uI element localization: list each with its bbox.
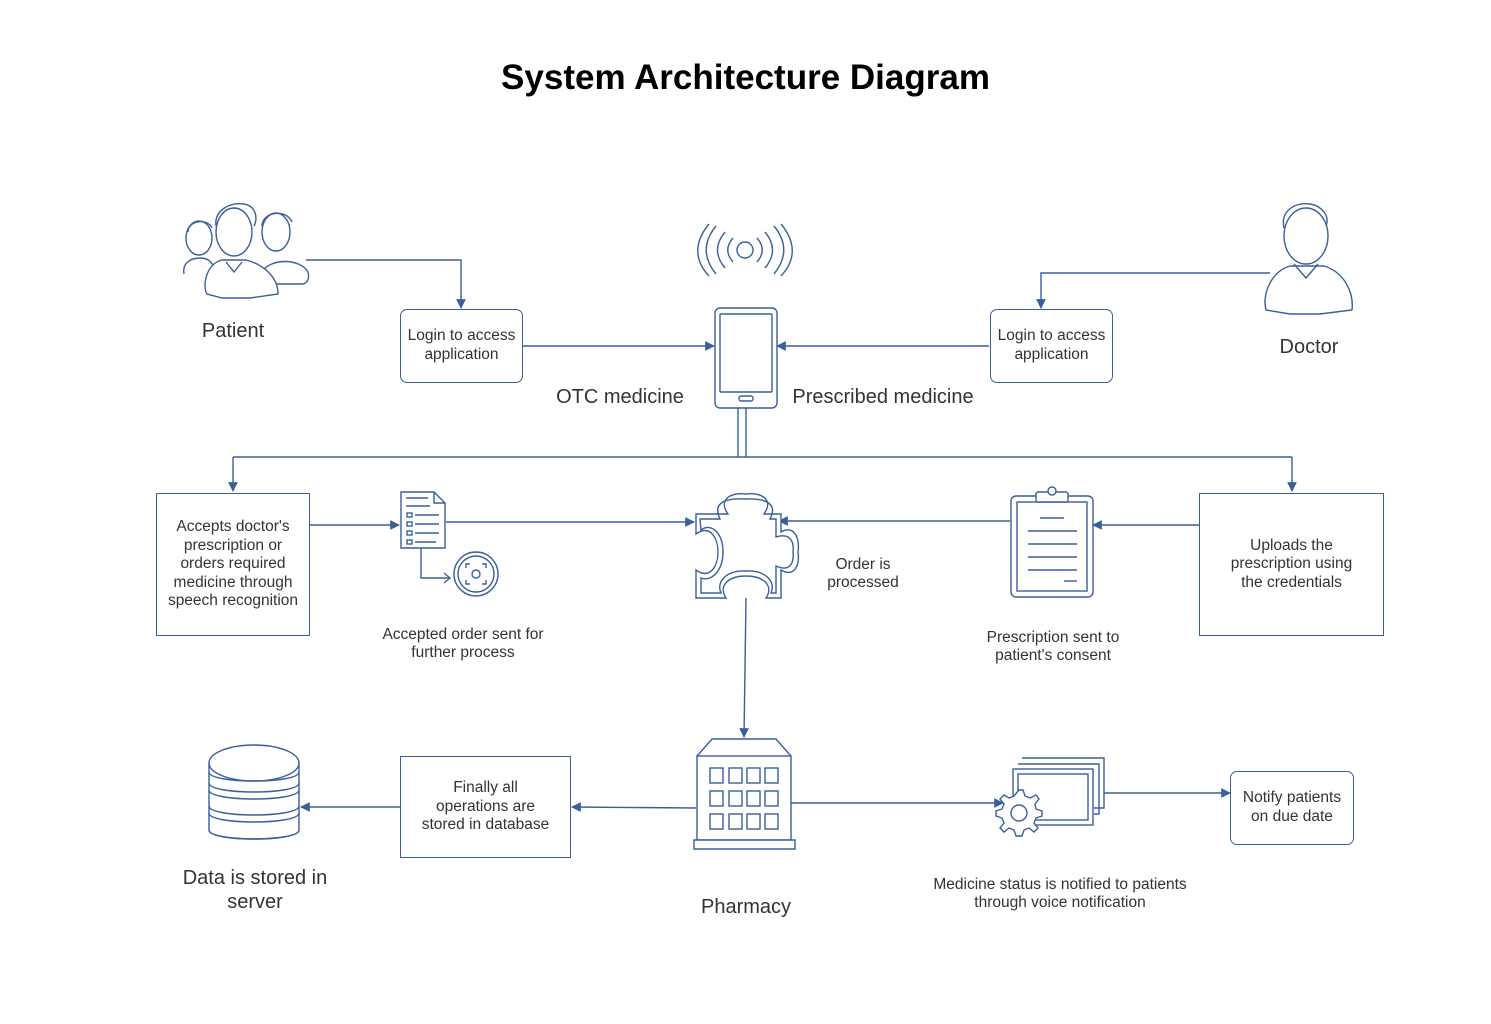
- gear-window-icon: [995, 757, 1105, 837]
- connector-phone-stem: [228, 408, 1297, 492]
- pharmacy-label: Pharmacy: [700, 896, 792, 918]
- patient-label: Patient: [201, 320, 265, 342]
- accepted-order-label: Accepted order sent for further process: [382, 626, 544, 662]
- data-stored-label: Data is stored in server: [182, 867, 328, 913]
- prescription-sent-label: Prescription sent to patient's consent: [986, 629, 1120, 665]
- finally-stored-box: Finally all operations are stored in dat…: [400, 756, 571, 858]
- notify-patients-box: Notify patients on due date: [1230, 771, 1354, 845]
- otc-medicine-label: OTC medicine: [556, 386, 684, 408]
- building-icon: [693, 738, 796, 850]
- puzzle-icon: [695, 493, 800, 599]
- prescribed-medicine-label: Prescribed medicine: [792, 386, 974, 408]
- connector-pharmacy-finally: [571, 802, 697, 812]
- page-title: System Architecture Diagram: [501, 58, 990, 97]
- accepts-prescription-box: Accepts doctor's prescription or orders …: [156, 493, 310, 636]
- doctor-label: Doctor: [1279, 336, 1339, 358]
- medicine-status-label: Medicine status is notified to patients …: [933, 876, 1187, 912]
- clipboard-icon: [1010, 486, 1094, 598]
- login-box-patient: Login to access application: [400, 309, 523, 383]
- users-icon: [183, 203, 310, 299]
- doctor-icon: [1264, 203, 1353, 315]
- connector-doctor-login: [1036, 272, 1270, 309]
- connector-puzzle-pharmacy: [739, 597, 750, 738]
- signal-icon: [697, 223, 793, 277]
- connector-patient-login: [306, 259, 466, 309]
- document-scan-icon: [400, 491, 499, 597]
- login-box-doctor: Login to access application: [990, 309, 1113, 383]
- uploads-prescription-box: Uploads the prescription using the crede…: [1199, 493, 1384, 636]
- phone-icon: [714, 307, 778, 409]
- database-icon: [208, 744, 300, 840]
- order-processed-label: Order is processed: [827, 556, 899, 592]
